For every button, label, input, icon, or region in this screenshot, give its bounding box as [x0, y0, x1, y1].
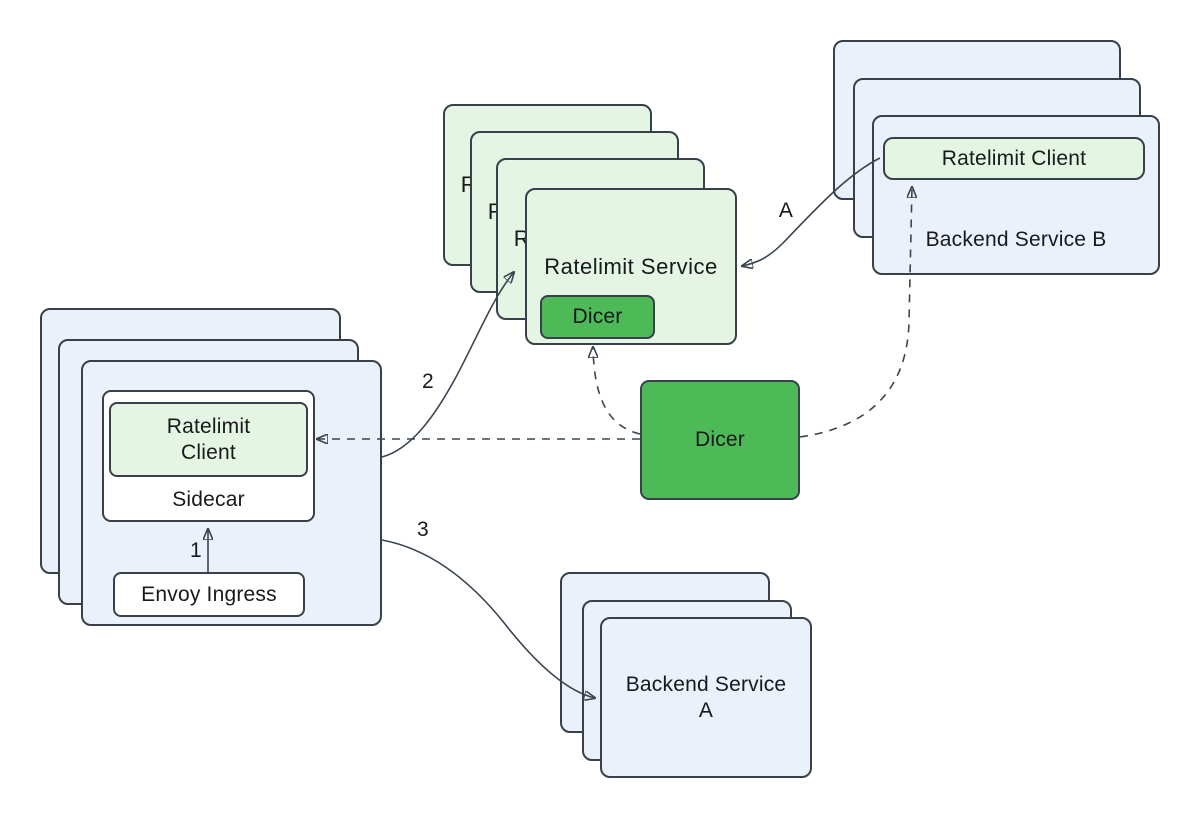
- sidecar-label: Sidecar: [172, 488, 245, 511]
- sidecar-box: Ratelimit Client Sidecar: [102, 390, 315, 522]
- envoy-ingress-box: Envoy Ingress: [113, 572, 305, 617]
- backend-b-ratelimit-client-label: Ratelimit Client: [941, 146, 1087, 170]
- dicer-embedded-box: Dicer: [540, 295, 655, 339]
- backend-a-label: Backend Service A: [625, 672, 787, 722]
- envoy-ingress-label: Envoy Ingress: [141, 582, 277, 606]
- backend-b-label: Backend Service B: [925, 228, 1107, 251]
- ratelimit-client-box: Ratelimit Client: [109, 402, 308, 477]
- edge-label-3: 3: [417, 518, 429, 541]
- ratelimit-client-label: Ratelimit Client: [166, 414, 251, 464]
- dicer-embedded-label: Dicer: [572, 305, 623, 328]
- edge-label-A: A: [778, 199, 794, 222]
- ingress-pod-card-front: Ratelimit Client Sidecar Envoy Ingress: [81, 360, 382, 626]
- edge-label-1: 1: [190, 539, 202, 562]
- dicer-label: Dicer: [694, 428, 745, 451]
- edge-label-2: 2: [422, 370, 434, 393]
- dicer-box: Dicer: [640, 380, 800, 500]
- edge-step2-sidecar-to-ratelimit-service: [381, 272, 514, 458]
- backend-b-card-front: Ratelimit Client Backend Service B: [872, 115, 1160, 275]
- backend-b-ratelimit-client-box: Ratelimit Client: [883, 137, 1145, 180]
- edge-dicer-to-service-dicer-dashed: [593, 347, 641, 435]
- backend-a-card-front: Backend Service A: [600, 617, 812, 778]
- ratelimit-service-card-front: Ratelimit Service Dicer: [525, 188, 737, 345]
- ratelimit-service-label: Ratelimit Service: [544, 253, 718, 279]
